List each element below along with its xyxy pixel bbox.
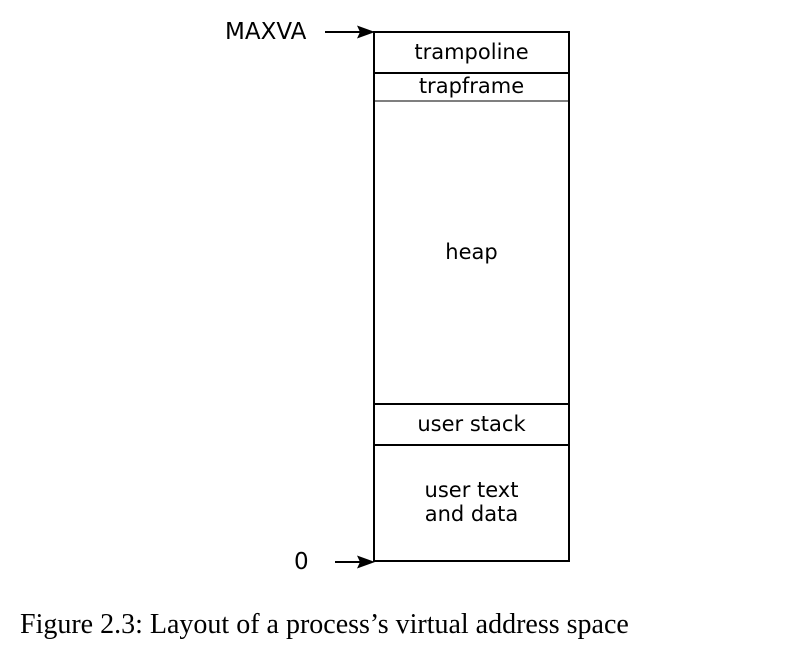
address-annotation-zero: 0 — [294, 548, 375, 576]
memory-region-label: trampoline — [414, 39, 529, 64]
memory-region-trapframe: trapframe — [375, 74, 568, 102]
maxva-label: MAXVA — [225, 19, 307, 45]
memory-region-label: user stack — [417, 411, 526, 436]
memory-region-label: heap — [445, 239, 498, 264]
memory-region-label: user text and data — [424, 478, 519, 526]
arrow-right-icon — [335, 555, 375, 569]
zero-label: 0 — [294, 549, 309, 575]
virtual-address-space-map: trampoline trapframe heap user stack use… — [373, 31, 570, 562]
figure-caption: Figure 2.3: Layout of a process’s virtua… — [20, 609, 629, 640]
address-annotation-maxva: MAXVA — [225, 18, 375, 46]
memory-region-user-text-and-data: user text and data — [375, 446, 568, 560]
memory-region-trampoline: trampoline — [375, 33, 568, 74]
arrow-right-icon — [325, 25, 375, 39]
memory-region-label: trapframe — [418, 74, 525, 99]
memory-region-heap: heap — [375, 102, 568, 405]
memory-region-user-stack: user stack — [375, 405, 568, 446]
